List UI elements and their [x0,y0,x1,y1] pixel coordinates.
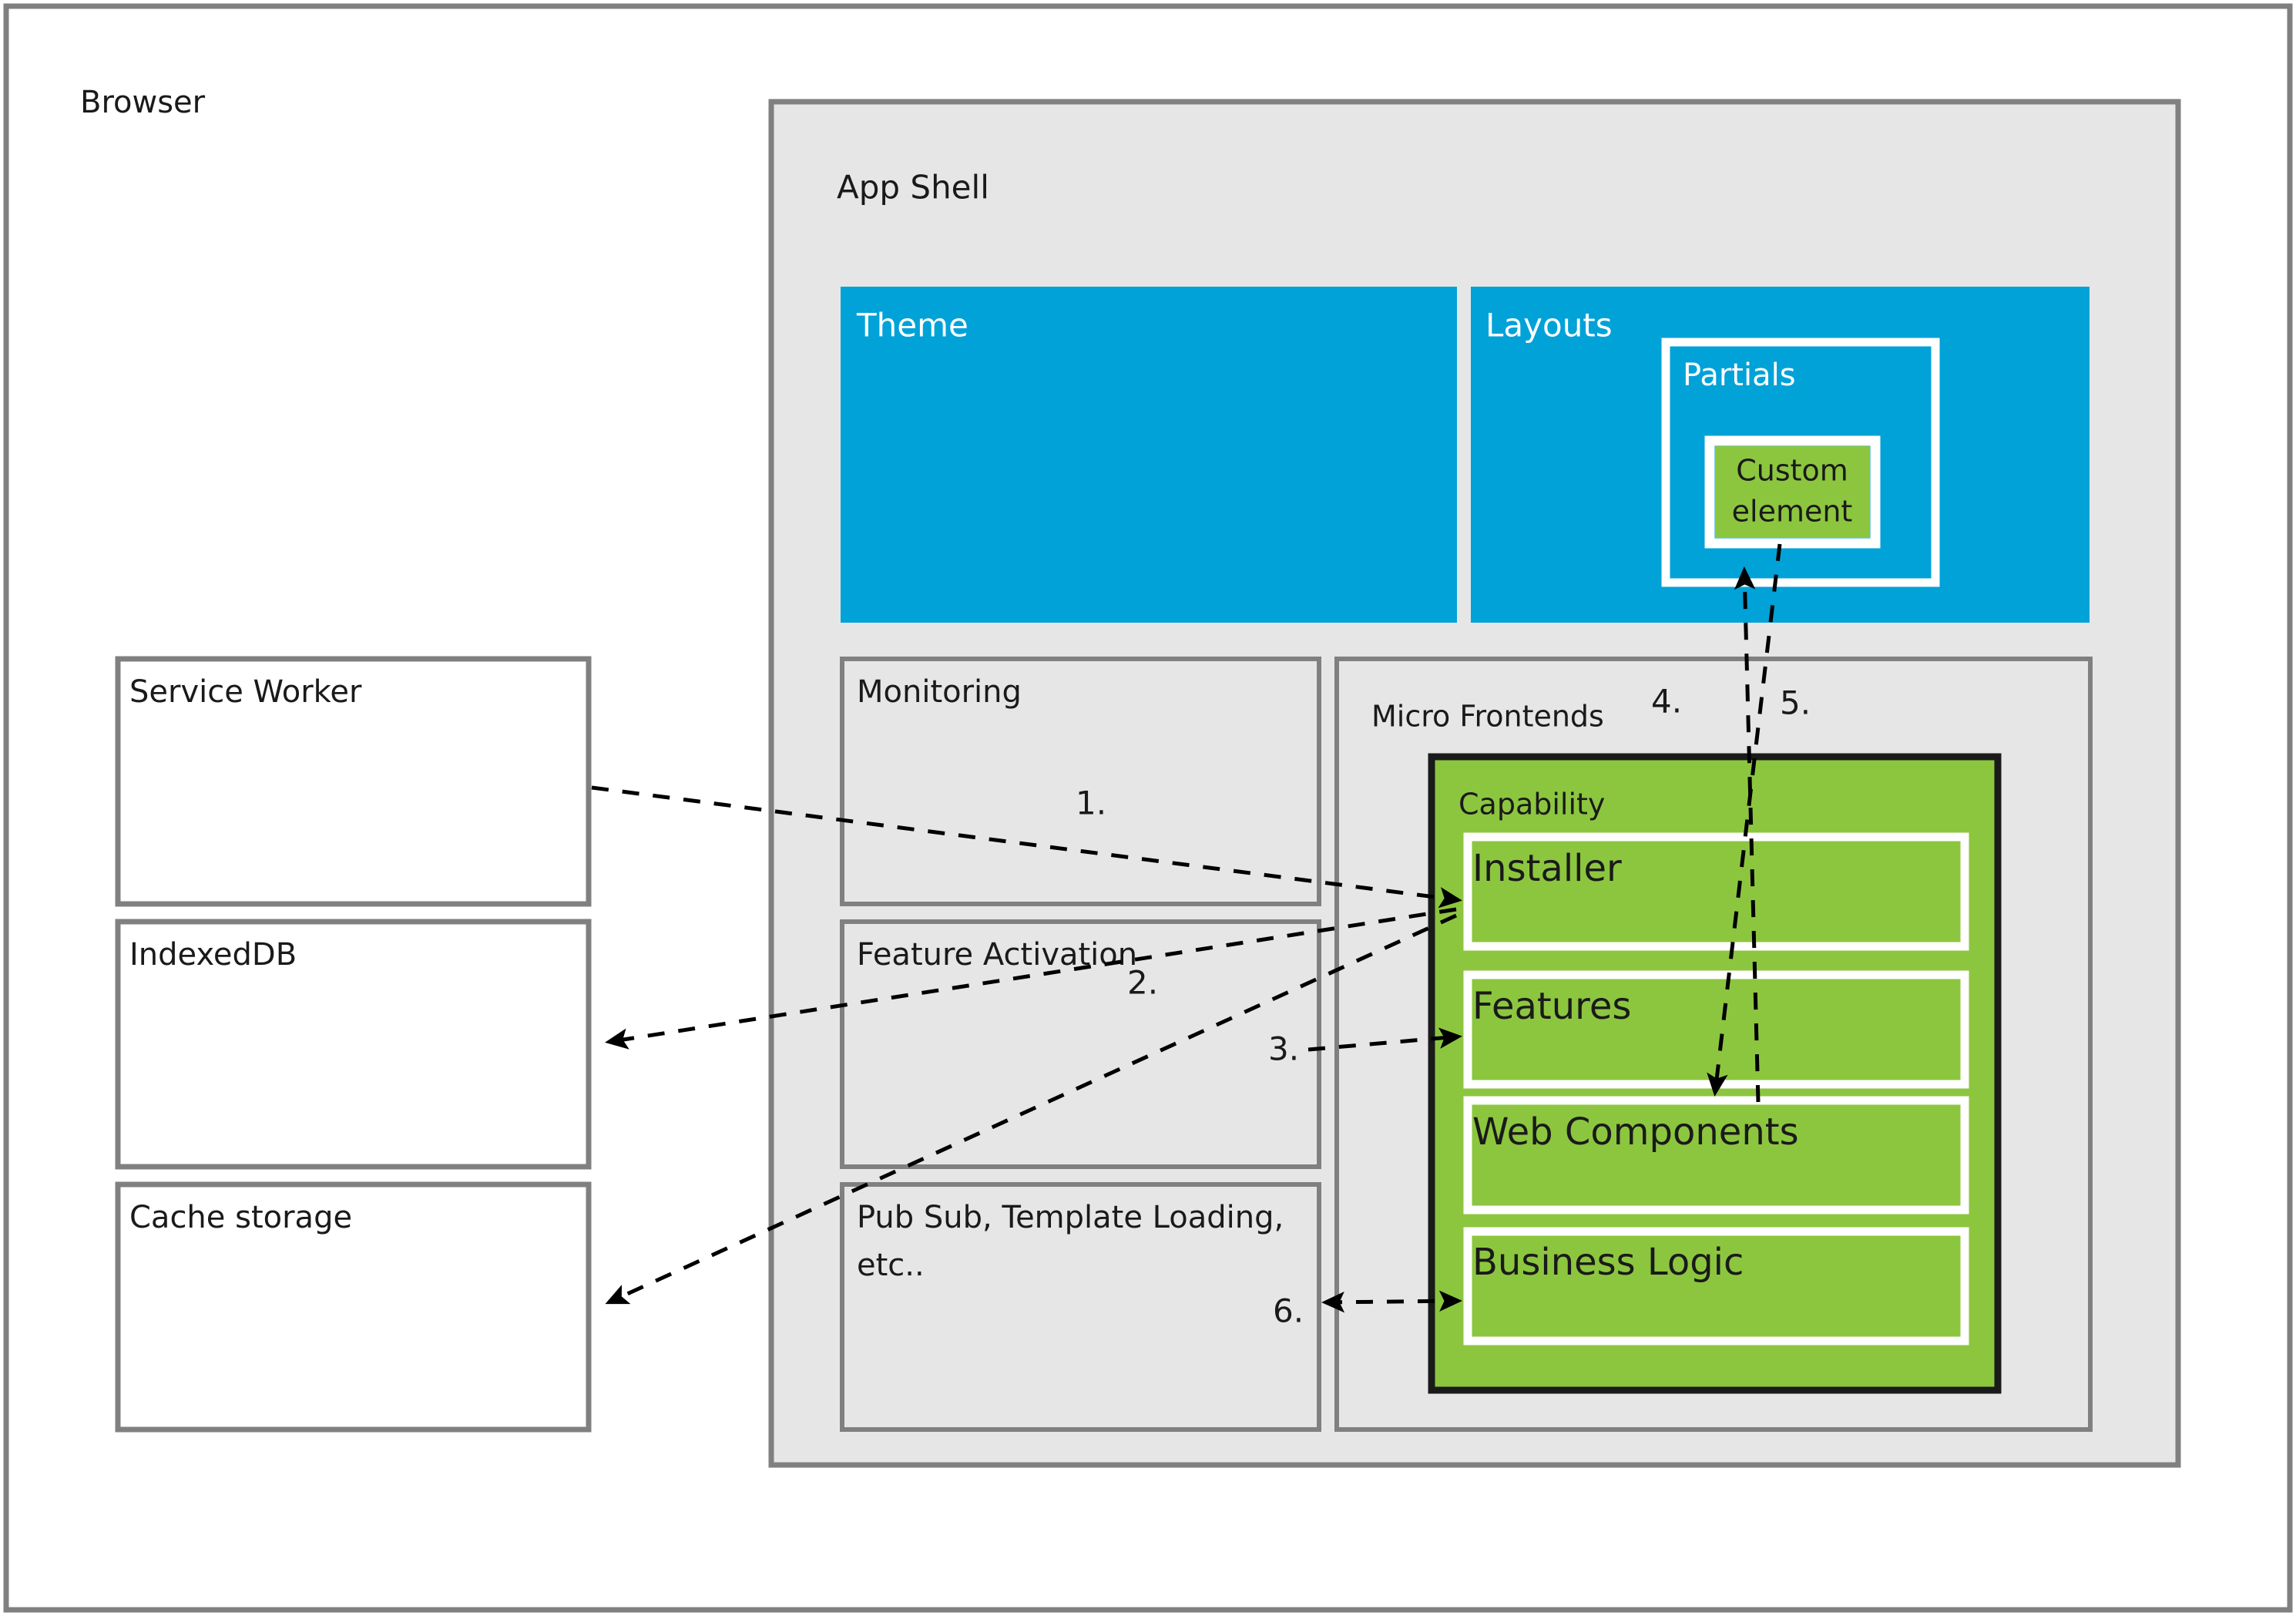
capability-layer-installer[interactable] [1463,832,1969,951]
custom-element-outline [1704,435,1881,549]
flow-number-4: 4. [1651,683,1682,721]
flow-arrow-3 [1307,1027,1462,1052]
pubsub-label-line2: etc.. [857,1248,925,1283]
feature-activation-box[interactable] [840,919,1321,1169]
flow-arrow-installer-cache [605,913,1458,1305]
flow-arrow-2 [605,907,1457,1050]
flow-arrow-6 [1321,1290,1462,1313]
service-worker-box[interactable] [115,656,592,907]
app-shell-label: App Shell [837,169,989,207]
browser-label: Browser [80,85,206,120]
indexeddb-box[interactable] [115,919,592,1170]
web-components-label: Web Components [1472,1110,1799,1154]
indexeddb-label: IndexedDB [129,937,297,973]
cache-storage-box[interactable] [115,1181,592,1433]
monitoring-box[interactable] [840,657,1321,906]
monitoring-label: Monitoring [857,674,1022,710]
micro-frontends-label: Micro Frontends [1371,700,1604,734]
cache-storage-label: Cache storage [129,1200,352,1235]
flow-arrow-1 [591,785,1462,909]
flow-number-6: 6. [1273,1292,1304,1330]
flow-number-1: 1. [1076,784,1106,822]
partials-label: Partials [1683,358,1796,393]
layouts-label: Layouts [1485,307,1613,344]
custom-element-label-line1: Custom [1736,454,1848,488]
features-label: Features [1472,985,1631,1028]
partials-box[interactable] [1661,338,1940,587]
capability-label: Capability [1458,788,1605,821]
feature-activation-label: Feature Activation [857,937,1137,973]
custom-element-label-line2: element [1732,495,1853,529]
theme-label: Theme [856,307,968,344]
business-logic-label: Business Logic [1472,1241,1744,1284]
capability-layer-business-logic[interactable] [1463,1227,1969,1346]
flow-arrow-4 [1734,566,1761,1103]
pubsub-label-line1: Pub Sub, Template Loading, [857,1200,1284,1235]
flow-number-2: 2. [1127,964,1158,1002]
pubsub-box[interactable] [840,1182,1321,1432]
service-worker-label: Service Worker [129,674,362,710]
installer-label: Installer [1472,847,1622,890]
flow-number-5: 5. [1780,684,1811,722]
custom-element-box[interactable] [1715,446,1870,538]
capability-layer-web-components[interactable] [1463,1096,1969,1215]
flow-number-3: 3. [1268,1030,1299,1068]
theme-box[interactable] [841,287,1457,623]
